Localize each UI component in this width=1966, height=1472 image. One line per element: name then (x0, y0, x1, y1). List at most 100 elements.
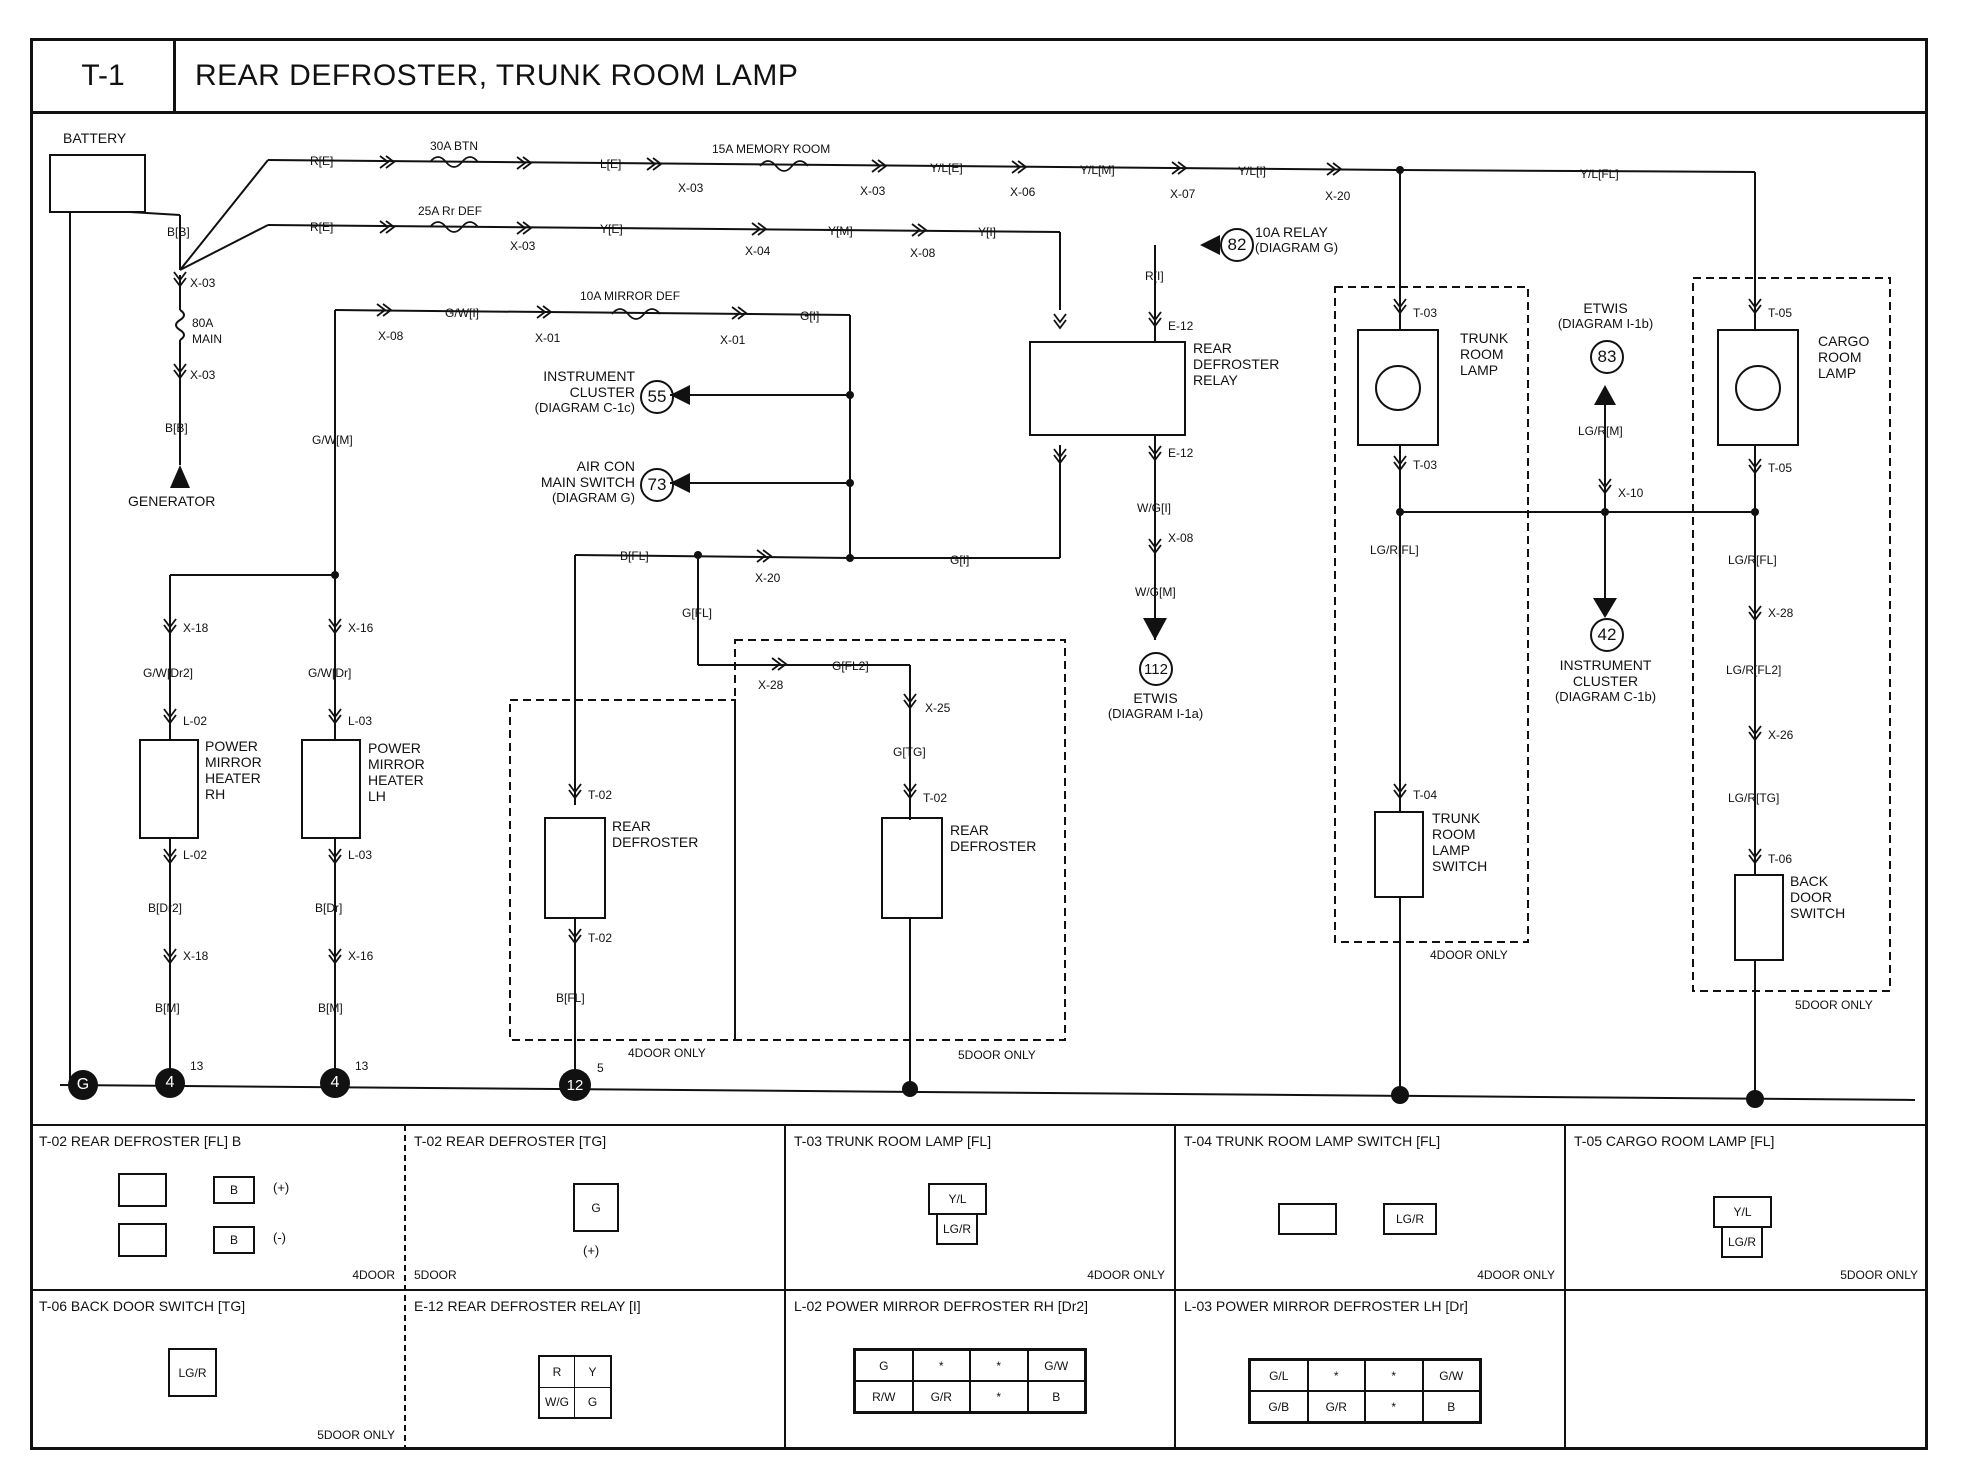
connector-id: X-20 (1325, 189, 1351, 203)
connector-id: X-03 (190, 368, 216, 382)
note-5door-defroster: 5DOOR ONLY (958, 1048, 1036, 1062)
wire-label: B[M] (155, 1001, 180, 1015)
relay-ref-label: 10A RELAY(DIAGRAM G) (1255, 224, 1339, 255)
btn-fuse-label: 30A BTN (430, 139, 479, 153)
etwis-bottom-badge[interactable]: 112 (1139, 652, 1173, 686)
connector-view-l03[interactable]: L-03 POWER MIRROR DEFROSTER LH [Dr] G/L … (1178, 1293, 1563, 1448)
connector-id: X-10 (1618, 486, 1644, 500)
connector-id: X-03 (678, 181, 704, 195)
wire-label: G[I] (950, 553, 970, 567)
connector-id: X-03 (860, 184, 886, 198)
wire-label: Y/L[M] (1080, 163, 1115, 177)
back-door-switch-body (1734, 874, 1784, 961)
connector-id: X-16 (348, 621, 374, 635)
wire-label: B[Dr2] (148, 901, 183, 915)
connector-view-t02-5door[interactable]: T-02 REAR DEFROSTER [TG] G (+) 5DOOR (408, 1128, 783, 1288)
battery-label: BATTERY (63, 130, 127, 146)
wire-label: G[FL2] (832, 659, 869, 673)
title-bar: T-1 REAR DEFROSTER, TRUNK ROOM LAMP (33, 41, 1925, 114)
aircon-badge[interactable]: 73 (640, 468, 674, 502)
connector-id: L-03 (348, 714, 373, 728)
rear-defroster-5d-body (881, 817, 943, 919)
memory-fuse-label: 15A MEMORY ROOM (712, 142, 831, 156)
connector-id: T-02 (923, 791, 948, 805)
wire-label: B[B] (167, 225, 190, 239)
note-5door-cargo: 5DOOR ONLY (1795, 998, 1873, 1012)
wire-label: Y/L[FL] (1580, 167, 1619, 181)
diagram-code: T-1 (33, 41, 176, 111)
connector-id: X-01 (720, 333, 746, 347)
wire-label: G/W[Dr] (308, 666, 352, 680)
generator-label: GENERATOR (128, 493, 216, 509)
ground-13-rh-label: 13 (190, 1059, 204, 1073)
connector-id: X-16 (348, 949, 374, 963)
connector-id: X-08 (1168, 531, 1194, 545)
connector-id: X-18 (183, 949, 209, 963)
wire-label: R[I] (1145, 269, 1164, 283)
wire-label: B[FL] (556, 991, 585, 1005)
connector-view-t05[interactable]: T-05 CARGO ROOM LAMP [FL] Y/L LG/R 5DOOR… (1574, 1133, 1918, 1282)
connector-id: X-03 (190, 276, 216, 290)
wire-label: LG/R[FL] (1728, 553, 1777, 567)
ground-13-lh-label: 13 (355, 1059, 369, 1073)
rear-defroster-4d-body (544, 817, 606, 919)
connector-id: X-28 (1768, 606, 1794, 620)
ground-g: G (68, 1070, 98, 1100)
wire-label: Y/L[E] (930, 161, 963, 175)
diagram-title: REAR DEFROSTER, TRUNK ROOM LAMP (195, 59, 799, 92)
connector-id: L-03 (348, 848, 373, 862)
ground-12: 12 (559, 1069, 591, 1101)
connector-id: L-02 (183, 714, 208, 728)
connector-id: T-05 (1768, 306, 1793, 320)
wire-label: Y[I] (978, 225, 997, 239)
relay-body (1029, 341, 1186, 436)
heater-rh-body (139, 739, 199, 839)
connector-id: X-01 (535, 331, 561, 345)
wire-label: LG/R[FL] (1370, 543, 1419, 557)
wire-label: Y[M] (828, 224, 853, 238)
connector-view-t03[interactable]: T-03 TRUNK ROOM LAMP [FL] Y/L LG/R 4DOOR… (794, 1133, 1165, 1282)
connector-id: X-08 (378, 329, 404, 343)
wire-label: G/W[I] (445, 306, 479, 320)
connector-view-l02[interactable]: L-02 POWER MIRROR DEFROSTER RH [Dr2] G *… (788, 1293, 1173, 1448)
connector-id: X-28 (758, 678, 784, 692)
etwis-top-label: ETWIS(DIAGRAM I-1b) (1557, 300, 1654, 331)
mirror-def-fuse-label: 10A MIRROR DEF (580, 289, 681, 303)
battery-body (49, 154, 146, 213)
connector-view-t04[interactable]: T-04 TRUNK ROOM LAMP SWITCH [FL] LG/R 4D… (1184, 1133, 1555, 1282)
connector-id: X-03 (510, 239, 536, 253)
relay-ref-badge[interactable]: 82 (1220, 228, 1254, 262)
etwis-top-badge[interactable]: 83 (1590, 340, 1624, 374)
connector-view-e12[interactable]: E-12 REAR DEFROSTER RELAY [I] R Y W/G G (408, 1293, 783, 1448)
ground-4-rh: 4 (155, 1068, 185, 1098)
instrument-cluster-b-badge[interactable]: 42 (1590, 618, 1624, 652)
rr-def-fuse-label: 25A Rr DEF (418, 204, 483, 218)
connector-id: E-12 (1168, 446, 1194, 460)
wire-label: B[FL] (620, 549, 649, 563)
connector-id: T-05 (1768, 461, 1793, 475)
cargo-lamp-body (1717, 329, 1799, 446)
connector-id: L-02 (183, 848, 208, 862)
connector-id: T-03 (1413, 458, 1438, 472)
connector-id: T-03 (1413, 306, 1438, 320)
wire-label: R[E] (310, 220, 334, 234)
wire-label: Y[E] (600, 222, 623, 236)
instrument-cluster-badge[interactable]: 55 (640, 380, 674, 414)
connector-id: T-06 (1768, 852, 1793, 866)
trunk-lamp-body (1357, 329, 1439, 446)
note-4door-trunk: 4DOOR ONLY (1430, 948, 1508, 962)
wire-label: L[E] (600, 157, 622, 171)
wire-label: B[M] (318, 1001, 343, 1015)
connector-view-t02-4door[interactable]: T-02 REAR DEFROSTER [FL] B B (+) B (-) 4… (39, 1133, 395, 1282)
connector-id: X-25 (925, 701, 951, 715)
connector-view-t06[interactable]: T-06 BACK DOOR SWITCH [TG] LG/R 5DOOR ON… (39, 1298, 395, 1442)
note-4door-defroster: 4DOOR ONLY (628, 1046, 706, 1060)
wire-label: R[E] (310, 154, 334, 168)
